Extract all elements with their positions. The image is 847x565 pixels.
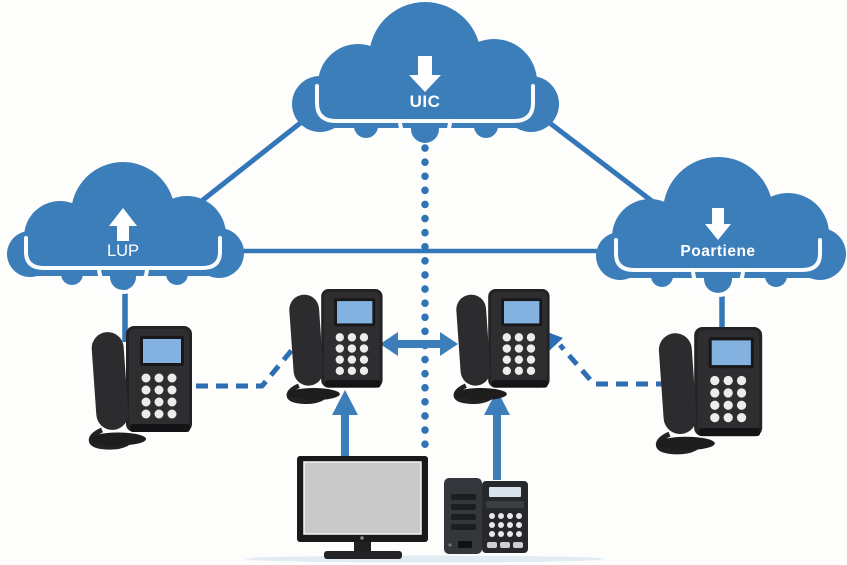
right-desk-phone — [657, 327, 762, 452]
cloud-lup-label: LUP — [107, 242, 139, 260]
terminal-keypad — [489, 513, 522, 537]
dashed-arrow-right — [545, 331, 668, 387]
monitor-screen — [303, 461, 422, 535]
double-arrow-center — [380, 332, 458, 356]
monitor-logo — [360, 536, 364, 540]
cloud-poartiene-trim — [614, 238, 822, 272]
up-arrow-terminal — [484, 390, 510, 480]
cloud-poartiene-label: Poartiene — [680, 243, 755, 260]
floor-shadow — [245, 555, 605, 563]
terminal-bottom-buttons — [487, 542, 523, 548]
computer-monitor — [297, 456, 428, 559]
terminal-display — [489, 487, 521, 497]
cloud-poartiene-notch — [691, 268, 745, 297]
download-arrow-icon — [409, 56, 441, 92]
terminal-vents — [451, 494, 476, 530]
cloud-lup: LUP — [7, 162, 244, 294]
terminal-strip — [486, 501, 524, 508]
center-left-desk-phone — [288, 289, 383, 402]
download-arrow-icon — [705, 208, 731, 240]
cloud-uic-trim — [315, 84, 535, 123]
terminal-switch — [458, 541, 472, 548]
terminal-led — [448, 543, 452, 547]
keypad-terminal — [444, 478, 528, 554]
left-desk-phone — [90, 326, 192, 447]
center-right-desk-phone — [455, 289, 550, 402]
cloud-poartiene: Poartiene — [596, 157, 846, 297]
cloud-lup-trim — [24, 236, 222, 270]
cloud-lup-notch — [97, 266, 149, 294]
monitor-base — [324, 551, 402, 559]
upload-arrow-icon — [109, 208, 137, 241]
cloud-uic-label: UIC — [410, 92, 441, 111]
monitor-neck — [354, 542, 371, 551]
cloud-uic: UIC — [292, 2, 559, 148]
up-arrow-monitor — [332, 390, 358, 459]
